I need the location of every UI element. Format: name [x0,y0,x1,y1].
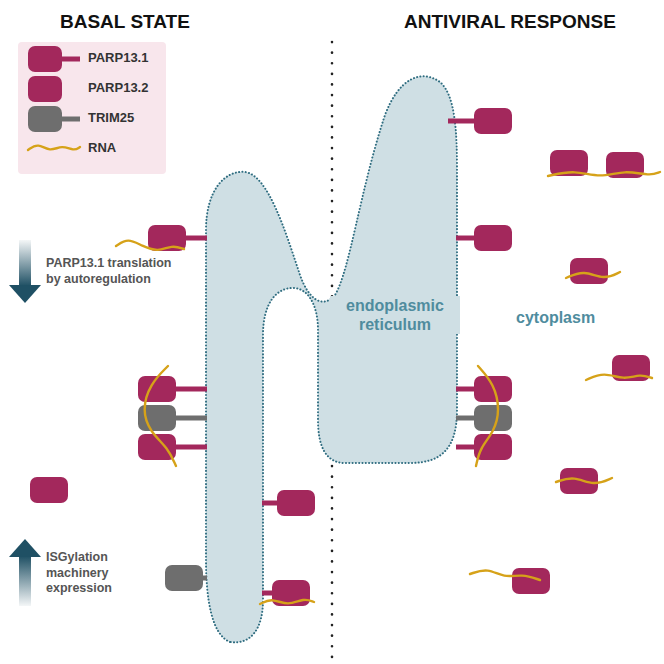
rna-strand [28,146,80,150]
rna-strand [566,272,620,278]
membrane-anchor [456,236,476,241]
membrane-anchor [174,387,207,392]
membrane-anchor [456,445,476,450]
parp13-protein [28,76,62,102]
parp13-protein [560,468,598,494]
rna-strand [116,241,184,250]
er-shape [206,76,457,642]
arrow-shaft [19,240,31,286]
region-label: cytoplasm [516,308,636,328]
process-note: PARP13.1 translation by autoregulation [46,256,176,287]
parp13-protein [30,477,68,503]
membrane-anchor [174,445,207,450]
er-outline [200,60,464,650]
legend-text: PARP13.2 [88,80,148,96]
trim25-protein [165,565,203,591]
region-label: endoplasmic reticulum [330,296,460,334]
membrane-anchor [448,119,476,124]
rna-strand [470,571,540,580]
rna-strand [586,375,652,380]
parp13-protein [138,376,176,402]
membrane-anchor [174,416,207,421]
trim25-protein [474,405,512,431]
legend-text: TRIM25 [88,110,134,126]
parp13-protein [277,490,315,516]
rna-strand [556,478,612,483]
parp13-protein [474,225,512,251]
legend-text: RNA [88,140,116,156]
trim25-protein [28,106,62,132]
membrane-anchor [456,387,476,392]
parp13-protein [512,568,550,594]
legend-text: PARP13.1 [88,50,148,66]
rna-strand [260,600,314,604]
rna-strand [476,366,498,466]
panel-heading: ANTIVIRAL RESPONSE [404,10,654,34]
rna-strand [548,172,660,176]
arrow-head [9,539,41,557]
parp13-protein [28,46,62,72]
panel-heading: BASAL STATE [60,10,260,34]
membrane-anchor [60,117,80,122]
arrow-head [9,285,41,303]
arrow-shaft [19,556,31,606]
parp13-protein [570,258,608,284]
organelle-region: endoplasmic reticulum [200,60,464,650]
parp13-protein [474,108,512,134]
process-note: ISGylation machinery expression [46,550,130,597]
membrane-anchor [184,236,207,241]
membrane-anchor [60,57,80,62]
rna-strand [145,366,176,466]
membrane-anchor [456,416,476,421]
